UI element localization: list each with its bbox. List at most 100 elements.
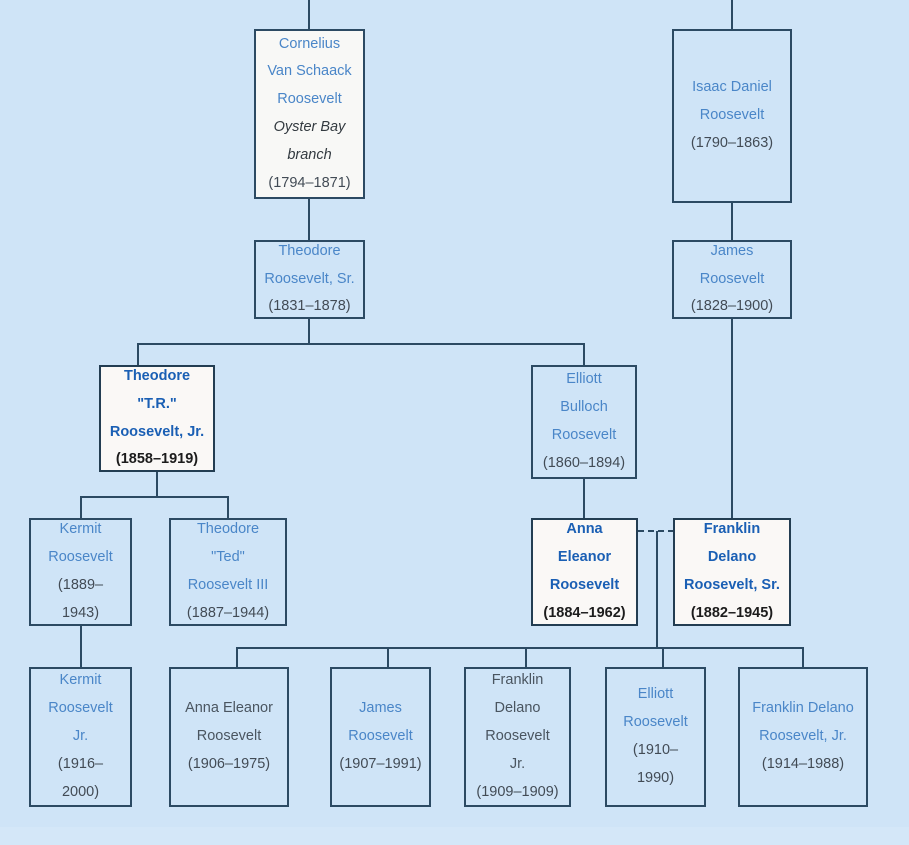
node-years: (1889– <box>57 577 104 593</box>
connector-cornelius-to-theodore-sr <box>308 198 310 240</box>
node-years: (1884–1962) <box>543 604 626 621</box>
node-years: (1910– <box>632 742 679 758</box>
node-line[interactable]: Isaac Daniel <box>692 79 772 96</box>
node-james-roosevelt-1907[interactable]: James Roosevelt (1907–1991) <box>330 667 431 807</box>
node-line[interactable]: Roosevelt <box>48 549 113 566</box>
node-line[interactable]: Kermit <box>59 521 102 538</box>
node-james-roosevelt[interactable]: James Roosevelt (1828–1900) <box>672 240 792 319</box>
node-line[interactable]: "T.R." <box>137 395 177 412</box>
connector-top-stub-left <box>308 0 310 29</box>
node-kermit-roosevelt[interactable]: Kermit Roosevelt (1889– 1943) <box>29 518 132 626</box>
node-line[interactable]: Bulloch <box>560 399 608 416</box>
node-anna-eleanor-roosevelt-1906: Anna Eleanor Roosevelt (1906–1975) <box>169 667 289 807</box>
node-line[interactable]: Roosevelt <box>348 728 413 745</box>
node-line: Roosevelt <box>196 728 262 745</box>
connector-top-stub-right <box>731 0 733 29</box>
node-line[interactable]: Jr. <box>72 728 89 745</box>
node-years: 1990) <box>636 769 675 786</box>
node-line[interactable]: Van Schaack <box>267 63 352 80</box>
node-branch-label: Oyster Bay <box>273 119 346 135</box>
node-years: (1909–1909) <box>476 783 559 800</box>
node-years: (1887–1944) <box>186 604 270 621</box>
node-line[interactable]: Franklin Delano <box>752 700 854 717</box>
node-elliott-bulloch-roosevelt[interactable]: Elliott Bulloch Roosevelt (1860–1894) <box>531 365 637 479</box>
connector-bus-to-fdr-jr-1909 <box>525 647 527 667</box>
node-line: Anna Eleanor <box>185 700 273 717</box>
node-line[interactable]: Franklin <box>703 521 761 538</box>
node-line[interactable]: Roosevelt <box>549 577 620 593</box>
node-line[interactable]: Kermit <box>59 672 102 689</box>
node-theodore-roosevelt-sr[interactable]: Theodore Roosevelt, Sr. (1831–1878) <box>254 240 365 319</box>
node-line[interactable]: Roosevelt III <box>187 577 269 593</box>
node-elliott-roosevelt-1910[interactable]: Elliott Roosevelt (1910– 1990) <box>605 667 706 807</box>
node-years: (1916– <box>57 755 104 772</box>
node-line[interactable]: Theodore <box>123 367 191 384</box>
connector-tr-bus <box>80 496 229 498</box>
node-line[interactable]: Theodore <box>196 521 260 538</box>
node-line[interactable]: Roosevelt <box>277 91 342 108</box>
node-line[interactable]: Roosevelt <box>48 700 113 717</box>
node-isaac-daniel-roosevelt[interactable]: Isaac Daniel Roosevelt (1790–1863) <box>672 29 792 203</box>
node-line[interactable]: Roosevelt, Sr. <box>264 270 355 287</box>
node-line[interactable]: Roosevelt <box>699 270 765 287</box>
node-line[interactable]: Roosevelt, Jr. <box>759 728 847 745</box>
node-franklin-delano-roosevelt-sr[interactable]: Franklin Delano Roosevelt, Sr. (1882–194… <box>673 518 791 626</box>
node-franklin-delano-roosevelt-jr-1909: Franklin Delano Roosevelt Jr. (1909–1909… <box>464 667 571 807</box>
node-line[interactable]: Roosevelt <box>551 427 617 443</box>
connector-marriage-drop <box>656 531 658 648</box>
node-years: (1914–1988) <box>761 755 845 772</box>
node-years: (1882–1945) <box>690 604 774 621</box>
connector-james-to-fdr <box>731 318 733 518</box>
node-line[interactable]: "Ted" <box>211 549 245 566</box>
node-years: (1906–1975) <box>187 755 271 772</box>
node-years: (1794–1871) <box>268 174 351 191</box>
node-years: 2000) <box>61 783 100 800</box>
connector-bus-to-james-jr <box>387 647 389 667</box>
node-anna-eleanor-roosevelt[interactable]: Anna Eleanor Roosevelt (1884–1962) <box>531 518 638 626</box>
node-years: (1831–1878) <box>268 298 351 315</box>
connector-tr-drop <box>156 471 158 497</box>
node-years: (1790–1863) <box>690 134 774 151</box>
connector-elliott-to-eleanor <box>583 478 585 518</box>
node-theodore-ted-roosevelt-iii[interactable]: Theodore "Ted" Roosevelt III (1887–1944) <box>169 518 287 626</box>
node-years: (1858–1919) <box>115 451 199 468</box>
connector-bus-to-elliott-jr <box>662 647 664 667</box>
connector-bus-to-elliott <box>583 343 585 365</box>
node-line[interactable]: Roosevelt <box>699 107 765 124</box>
node-line[interactable]: Elliott <box>566 371 602 388</box>
node-line[interactable]: Delano <box>707 549 757 566</box>
connector-isaac-to-james <box>731 202 733 240</box>
connector-bus-to-kermit <box>80 496 82 518</box>
node-franklin-delano-roosevelt-jr-1914[interactable]: Franklin Delano Roosevelt, Jr. (1914–198… <box>738 667 868 807</box>
node-line: Franklin <box>491 672 544 689</box>
node-line[interactable]: James <box>359 700 402 717</box>
connector-bus-to-fdr-jr-1914 <box>802 647 804 667</box>
node-line: Delano <box>494 700 541 717</box>
connector-fdr-children-bus <box>236 647 803 649</box>
node-line: Roosevelt <box>485 728 550 745</box>
node-branch-label: branch <box>287 146 332 163</box>
connector-kermit-to-kermit-jr <box>80 625 82 667</box>
connector-theodore-sr-drop <box>308 318 310 344</box>
node-line[interactable]: Theodore <box>278 242 341 259</box>
node-line[interactable]: James <box>710 242 754 259</box>
node-kermit-roosevelt-jr[interactable]: Kermit Roosevelt Jr. (1916– 2000) <box>29 667 132 807</box>
connector-bus-to-anna-eleanor-jr <box>236 647 238 667</box>
node-line[interactable]: Eleanor <box>557 549 612 566</box>
node-line: Jr. <box>509 755 526 772</box>
node-cornelius-van-schaack-roosevelt[interactable]: Cornelius Van Schaack Roosevelt Oyster B… <box>254 29 365 199</box>
node-years: (1907–1991) <box>339 755 422 772</box>
node-line[interactable]: Elliott <box>637 686 674 703</box>
node-years: (1860–1894) <box>542 454 626 471</box>
node-line[interactable]: Roosevelt, Jr. <box>109 423 205 440</box>
connector-bus-to-ted <box>227 496 229 518</box>
node-line[interactable]: Cornelius <box>278 35 341 52</box>
node-years: (1828–1900) <box>690 298 774 315</box>
connector-bus-to-tr <box>137 343 139 365</box>
node-line[interactable]: Anna <box>566 521 603 538</box>
node-line[interactable]: Roosevelt <box>623 714 688 731</box>
node-years: 1943) <box>61 604 100 621</box>
node-theodore-roosevelt-jr[interactable]: Theodore "T.R." Roosevelt, Jr. (1858–191… <box>99 365 215 472</box>
node-line[interactable]: Roosevelt, Sr. <box>684 577 780 593</box>
